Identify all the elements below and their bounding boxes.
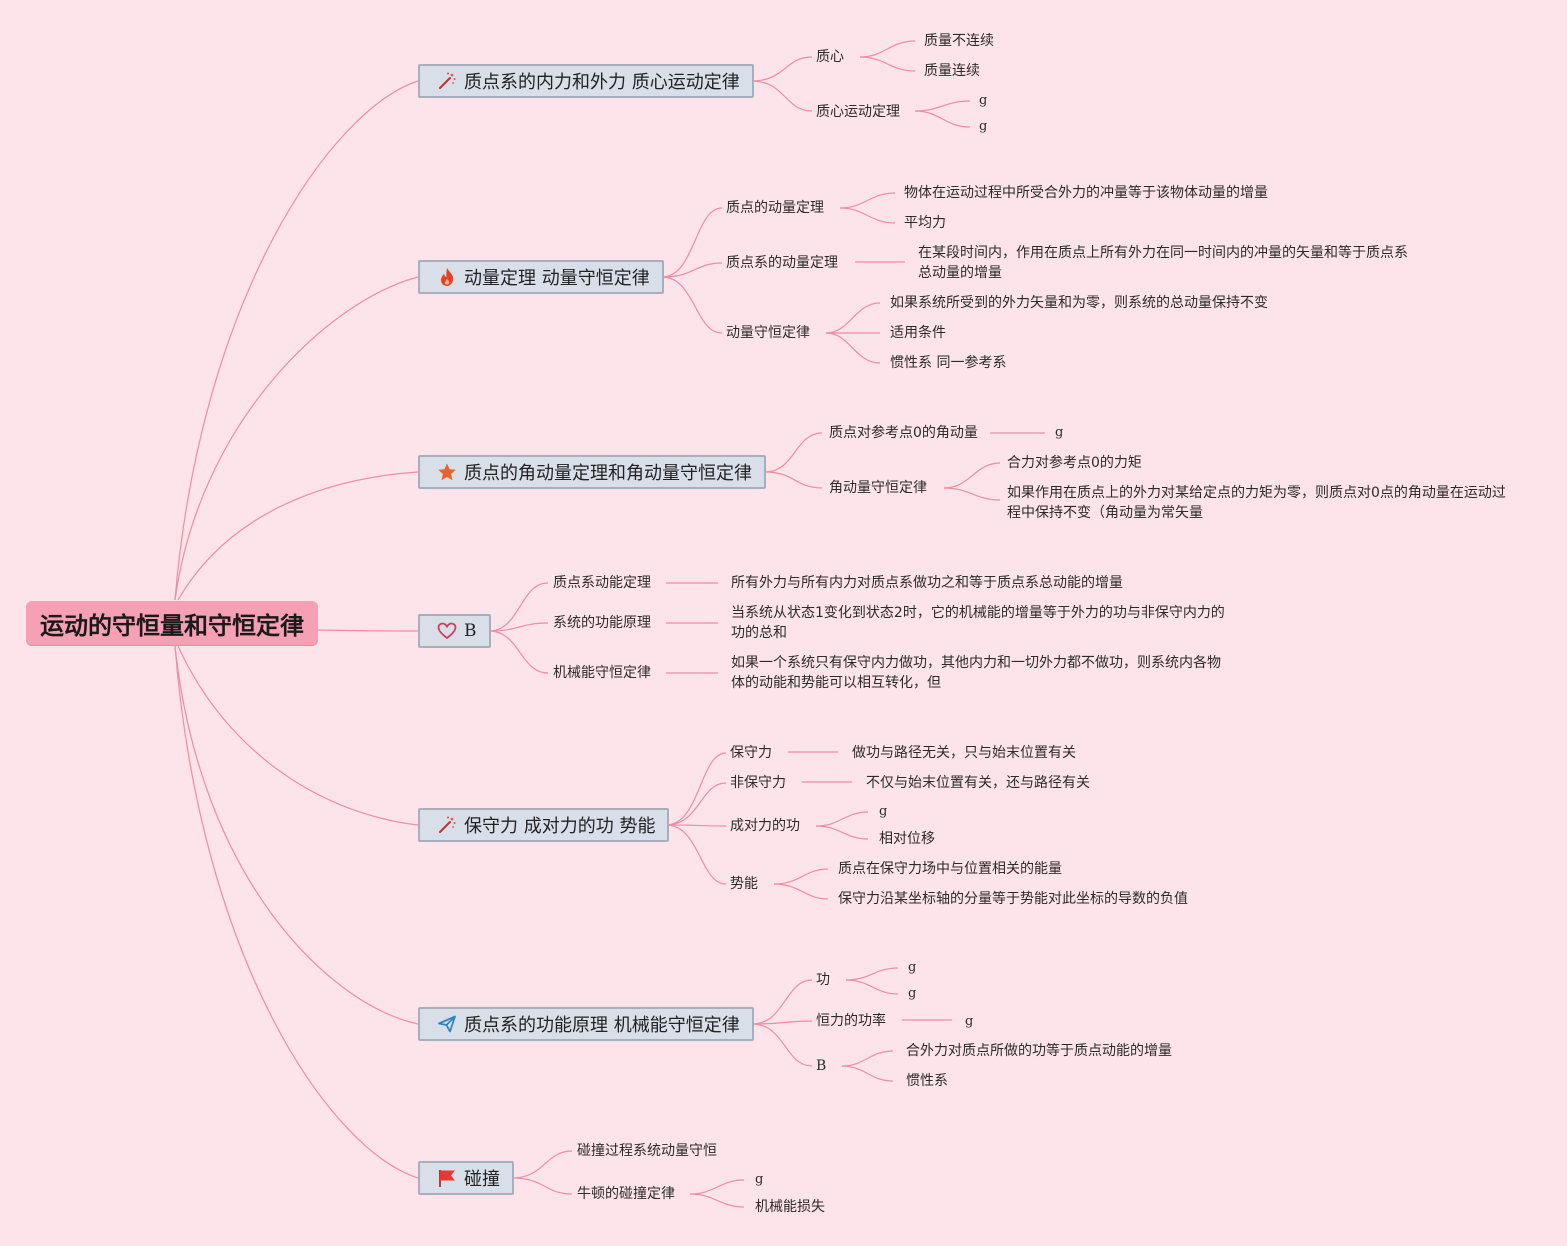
heart-icon <box>436 620 458 642</box>
fire-icon <box>436 266 458 288</box>
subtopic[interactable]: 角动量守恒定律 <box>829 480 927 496</box>
subtopic[interactable]: 碰撞过程系统动量守恒 <box>577 1143 717 1159</box>
flag-icon <box>436 1167 458 1189</box>
detail[interactable]: 如果作用在质点上的外力对某给定点的力矩为零，则质点对0点的角动量在运动过程中保持… <box>1007 485 1506 521</box>
subtopic[interactable]: 质心 <box>816 49 844 65</box>
branch-topic-1[interactable]: 动量定理 动量守恒定律 <box>418 260 664 294</box>
branch-topic-5[interactable]: 质点系的功能原理 机械能守恒定律 <box>418 1007 754 1041</box>
formula-placeholder[interactable]: g <box>908 986 917 1001</box>
detail[interactable]: 质点在保守力场中与位置相关的能量 <box>838 861 1062 877</box>
link-root-b5 <box>174 645 419 1025</box>
detail[interactable]: 适用条件 <box>890 325 946 341</box>
subtopic[interactable]: 势能 <box>730 876 758 892</box>
detail[interactable]: 在某段时间内，作用在质点上所有外力在同一时间内的冲量的矢量和等于质点系总动量的增… <box>918 245 1408 281</box>
subtopic[interactable]: 系统的功能原理 <box>553 615 651 631</box>
subtopic[interactable]: 质点系的动量定理 <box>726 255 838 271</box>
link-root-b3 <box>317 629 419 632</box>
formula-placeholder[interactable]: g <box>879 804 888 819</box>
subtopic[interactable]: 质心运动定理 <box>816 104 900 120</box>
branch-topic-2[interactable]: 质点的角动量定理和角动量守恒定律 <box>418 455 766 489</box>
branch-title: 碰撞 <box>464 1169 500 1190</box>
link-root-b1 <box>174 276 419 601</box>
branch-title: 保守力 成对力的功 势能 <box>464 816 656 837</box>
branch-topic-0[interactable]: 质点系的内力和外力 质心运动定律 <box>418 64 754 98</box>
branch-title: 质点的角动量定理和角动量守恒定律 <box>464 463 752 484</box>
branch-topic-3[interactable]: B <box>418 614 491 648</box>
formula-placeholder[interactable]: g <box>965 1014 974 1029</box>
formula-placeholder[interactable]: g <box>979 93 988 108</box>
paper-plane-icon <box>436 1013 458 1035</box>
detail[interactable]: 平均力 <box>904 215 946 231</box>
detail[interactable]: 保守力沿某坐标轴的分量等于势能对此坐标的导数的负值 <box>838 891 1188 907</box>
star-icon <box>436 461 458 483</box>
subtopic[interactable]: 非保守力 <box>730 775 786 791</box>
magic-wand-icon <box>436 814 458 836</box>
detail[interactable]: 当系统从状态1变化到状态2时，它的机械能的增量等于外力的功与非保守内力的功的总和 <box>731 605 1225 641</box>
formula-placeholder[interactable]: g <box>979 119 988 134</box>
subtopic[interactable]: 功 <box>816 972 830 988</box>
root-topic[interactable]: 运动的守恒量和守恒定律 <box>26 601 318 645</box>
detail[interactable]: 质量不连续 <box>924 33 994 49</box>
link-root-b6 <box>174 645 419 1179</box>
detail[interactable]: 惯性系 同一参考系 <box>890 355 1007 371</box>
subtopic[interactable]: B <box>816 1058 827 1074</box>
detail[interactable]: 物体在运动过程中所受合外力的冲量等于该物体动量的增量 <box>904 185 1268 201</box>
detail[interactable]: 惯性系 <box>906 1073 948 1089</box>
subtopic[interactable]: 质点系动能定理 <box>553 575 651 591</box>
link-root-b2 <box>177 471 419 601</box>
branch-title: 质点系的功能原理 机械能守恒定律 <box>464 1015 740 1036</box>
subtopic[interactable]: 动量守恒定律 <box>726 325 810 341</box>
detail[interactable]: 不仅与始末位置有关，还与路径有关 <box>866 775 1090 791</box>
detail[interactable]: 质量连续 <box>924 63 980 79</box>
formula-placeholder[interactable]: g <box>1055 425 1064 440</box>
detail[interactable]: 如果系统所受到的外力矢量和为零，则系统的总动量保持不变 <box>890 295 1268 311</box>
subtopic[interactable]: 恒力的功率 <box>816 1013 886 1029</box>
detail[interactable]: 机械能损失 <box>755 1199 825 1215</box>
detail[interactable]: 合外力对质点所做的功等于质点动能的增量 <box>906 1043 1172 1059</box>
link-root-b4 <box>177 645 419 826</box>
detail[interactable]: 合力对参考点0的力矩 <box>1007 455 1142 471</box>
magic-wand-icon <box>436 70 458 92</box>
branch-title: 质点系的内力和外力 质心运动定律 <box>464 72 740 93</box>
formula-placeholder[interactable]: g <box>908 960 917 975</box>
subtopic[interactable]: 质点的动量定理 <box>726 200 824 216</box>
branch-title: B <box>464 621 477 641</box>
branch-topic-6[interactable]: 碰撞 <box>418 1161 514 1195</box>
subtopic[interactable]: 质点对参考点0的角动量 <box>829 425 978 441</box>
subtopic[interactable]: 保守力 <box>730 745 772 761</box>
subtopic[interactable]: 牛顿的碰撞定律 <box>577 1186 675 1202</box>
detail[interactable]: 如果一个系统只有保守内力做功，其他内力和一切外力都不做功，则系统内各物体的动能和… <box>731 655 1221 691</box>
subtopic[interactable]: 成对力的功 <box>730 818 800 834</box>
detail[interactable]: 相对位移 <box>879 831 935 847</box>
branch-title: 动量定理 动量守恒定律 <box>464 268 650 289</box>
formula-placeholder[interactable]: g <box>755 1172 764 1187</box>
branch-topic-4[interactable]: 保守力 成对力的功 势能 <box>418 808 670 842</box>
subtopic[interactable]: 机械能守恒定律 <box>553 665 651 681</box>
detail[interactable]: 做功与路径无关，只与始末位置有关 <box>852 745 1076 761</box>
link-root-b0 <box>174 80 419 601</box>
detail[interactable]: 所有外力与所有内力对质点系做功之和等于质点系总动能的增量 <box>731 575 1123 591</box>
